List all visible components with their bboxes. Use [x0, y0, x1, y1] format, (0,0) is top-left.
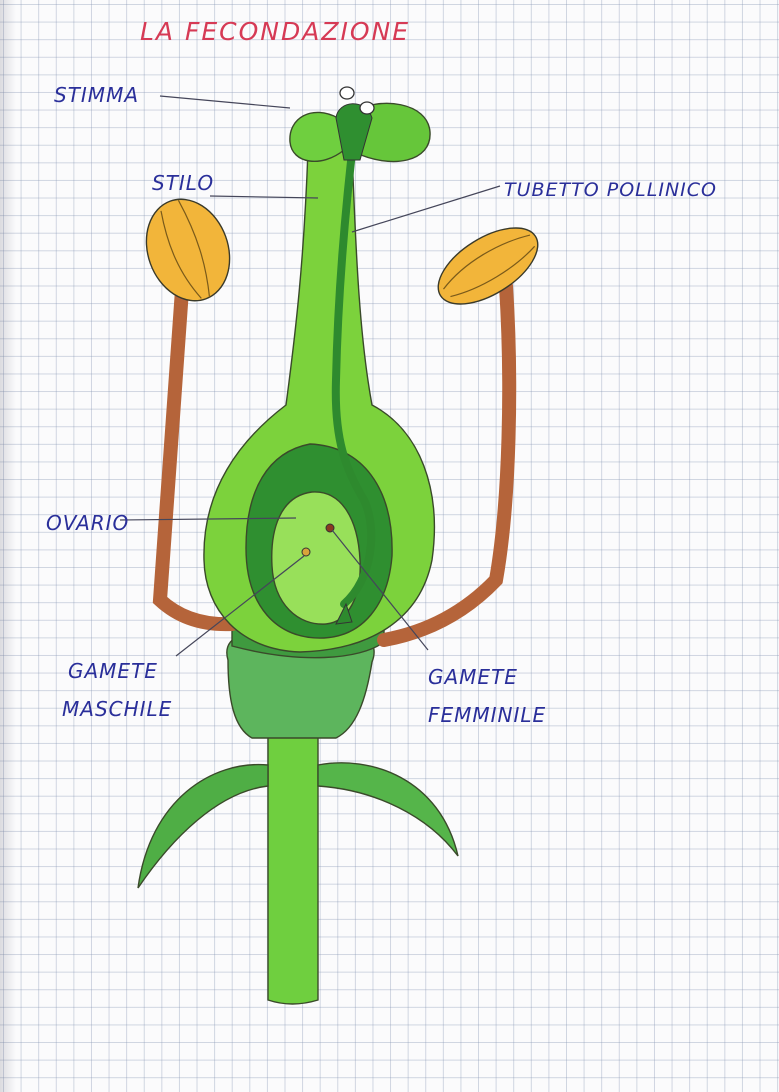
left-anther	[133, 187, 244, 312]
stem	[268, 700, 318, 1004]
label-male-gamete-line1: GAMETE	[68, 659, 158, 683]
pollen-grain	[340, 87, 354, 99]
diagram-title: LA FECONDAZIONE	[140, 17, 410, 46]
stigma-leader-line	[160, 96, 290, 108]
label-style: STILO	[152, 171, 214, 195]
right-anther	[426, 213, 551, 320]
pollen-tube-leader-line	[352, 186, 500, 232]
label-ovary: OVARIO	[46, 511, 129, 535]
label-stigma: STIMMA	[54, 83, 139, 107]
label-pollen-tube: TUBETTO POLLINICO	[504, 179, 717, 201]
left-leaf	[138, 765, 268, 888]
style-leader-line	[210, 196, 318, 198]
label-female-gamete-line1: GAMETE	[428, 665, 518, 689]
label-female-gamete-line2: FEMMINILE	[428, 703, 546, 727]
right-leaf	[318, 763, 458, 856]
pollen-grain	[360, 102, 374, 114]
label-male-gamete-line2: MASCHILE	[62, 697, 172, 721]
male-gamete-dot	[302, 548, 310, 556]
